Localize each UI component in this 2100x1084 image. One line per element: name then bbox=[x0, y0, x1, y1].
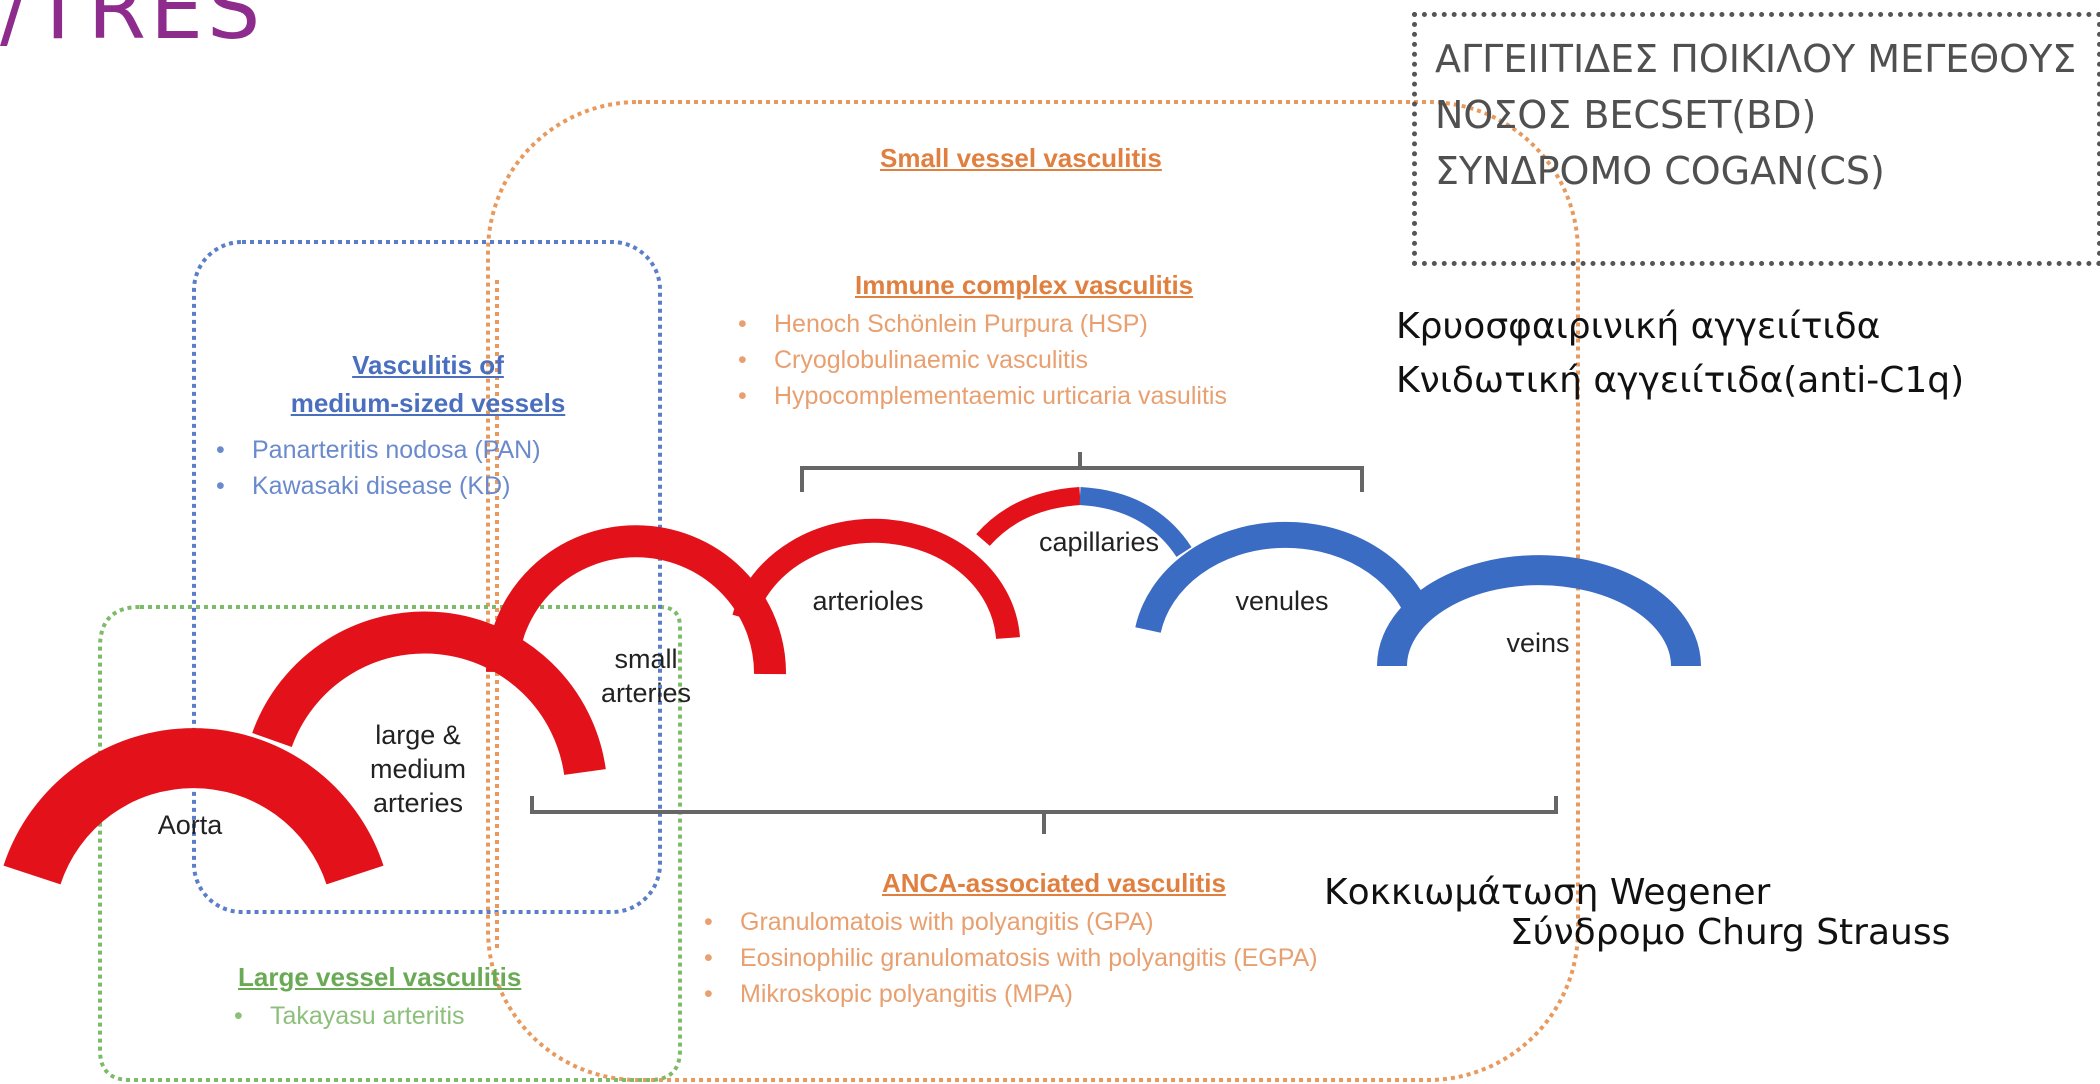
immune-complex-title: Immune complex vasculitis bbox=[855, 270, 1194, 300]
label-venules: venules bbox=[1235, 586, 1329, 616]
immune-complex-item-urticaria: Hypocomplementaemic urticaria vasulitis bbox=[732, 378, 1227, 414]
variable-vessel-line1: ΑΓΓΕΙΙΤΙΔΕΣ ΠΟΙΚΙΛΟΥ ΜΕΓΕΘΟΥΣ bbox=[1435, 37, 2077, 81]
capillaries-arch-arterial bbox=[976, 487, 1081, 547]
veins-arch bbox=[1377, 555, 1701, 667]
anca-item-gpa: Granulomatois with polyangitis (GPA) bbox=[698, 904, 1318, 940]
medium-vessel-region bbox=[192, 240, 662, 914]
slide-title: /TRES bbox=[0, 0, 265, 58]
medium-vessel-title-line2: medium-sized vessels bbox=[290, 388, 566, 418]
label-veins: veins bbox=[1506, 628, 1570, 658]
label-capillaries: capillaries bbox=[1038, 527, 1160, 557]
note-urticarial: Κνιδωτική αγγειίτιδα(anti-C1q) bbox=[1396, 360, 1965, 401]
label-large-medium-arteries: large & medium arteries bbox=[352, 718, 484, 820]
label-large-medium-line2: medium bbox=[369, 754, 467, 784]
medium-vessel-item-pan: Panarteritis nodosa (PAN) bbox=[210, 432, 541, 468]
anca-item-mpa: Mikroskopic polyangitis (MPA) bbox=[698, 976, 1318, 1012]
aorta-arch bbox=[3, 728, 384, 885]
note-cryoglobulinaemic: Κρυοσφαιρινική αγγειίτιδα bbox=[1396, 306, 1881, 347]
anca-title: ANCA-associated vasculitis bbox=[882, 868, 1226, 898]
large-medium-arch bbox=[252, 611, 606, 776]
medium-vessel-list: Panarteritis nodosa (PAN) Kawasaki disea… bbox=[210, 432, 541, 504]
large-vessel-item-takayasu: Takayasu arteritis bbox=[228, 998, 465, 1034]
anca-list: Granulomatois with polyangitis (GPA) Eos… bbox=[698, 904, 1318, 1012]
note-churg-strauss: Σύνδρομο Churg Strauss bbox=[1510, 912, 1951, 953]
top-bracket bbox=[800, 452, 1364, 492]
immune-complex-item-cryo: Cryoglobulinaemic vasculitis bbox=[732, 342, 1227, 378]
medium-vessel-title-line1: Vasculitis of bbox=[352, 350, 504, 380]
label-arterioles: arterioles bbox=[812, 586, 924, 616]
variable-vessel-box: ΑΓΓΕΙΙΤΙΔΕΣ ΠΟΙΚΙΛΟΥ ΜΕΓΕΘΟΥΣ ΝΟΣΟΣ BECS… bbox=[1412, 12, 2100, 266]
large-vessel-region bbox=[98, 605, 682, 1082]
venules-arch bbox=[1135, 521, 1433, 634]
label-small-arteries-line2: arteries bbox=[600, 678, 692, 708]
label-large-medium-line3: arteries bbox=[372, 788, 464, 818]
small-vessel-region bbox=[486, 100, 1580, 1082]
anca-item-egpa: Eosinophilic granulomatosis with polyang… bbox=[698, 940, 1318, 976]
medium-vessel-title: Vasculitis of medium-sized vessels bbox=[256, 346, 600, 422]
capillaries-arch-venous bbox=[1079, 487, 1192, 558]
label-small-arteries: small arteries bbox=[578, 642, 714, 710]
large-vessel-title: Large vessel vasculitis bbox=[238, 962, 522, 992]
label-small-arteries-line1: small bbox=[614, 644, 678, 674]
medium-vessel-item-kd: Kawasaki disease (KD) bbox=[210, 468, 541, 504]
note-wegener: Κοκκιωμάτωση Wegener bbox=[1324, 872, 1771, 913]
large-vessel-list: Takayasu arteritis bbox=[228, 998, 465, 1034]
label-aorta: Aorta bbox=[157, 810, 223, 840]
small-vessel-title: Small vessel vasculitis bbox=[880, 143, 1162, 173]
variable-vessel-line2: ΝΟΣΟΣ BECSET(BD) bbox=[1435, 93, 1817, 137]
arterioles-arch bbox=[732, 518, 1020, 640]
immune-complex-item-hsp: Henoch Schönlein Purpura (HSP) bbox=[732, 306, 1227, 342]
label-large-medium-line1: large & bbox=[375, 720, 461, 750]
immune-complex-list: Henoch Schönlein Purpura (HSP) Cryoglobu… bbox=[732, 306, 1227, 414]
variable-vessel-line3: ΣΥΝΔΡΟΜΟ COGAN(CS) bbox=[1435, 149, 1885, 193]
bottom-bracket bbox=[530, 796, 1558, 834]
